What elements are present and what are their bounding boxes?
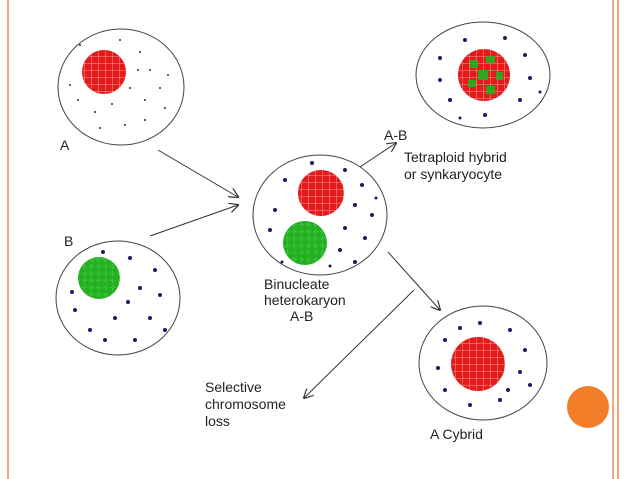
cytoplasm-dots-cybrid [436,321,532,407]
cytoplasm-dots-a [69,39,169,129]
label-selective-2: chromosome [205,396,286,412]
slide-left-border [7,0,9,479]
label-selective-3: loss [205,413,230,429]
label-binucleate-1: Binucleate [264,276,330,292]
arrows [149,143,440,398]
cell-tetraploid [415,21,551,129]
arrow-b-to-heterokaryon [149,205,238,237]
arrow-selective-loss [304,289,415,398]
label-tetraploid-2: or synkaryocyte [404,166,502,182]
cell-b [55,240,181,356]
label-binucleate-2: heterokaryon [264,292,346,308]
slide-right-border-inner [612,0,614,479]
label-binucleate-3: A-B [290,308,313,324]
cytoplasm-dots-b [70,250,167,342]
label-cell-b: B [64,233,73,249]
cytoplasm-dots-tetraploid [438,36,542,120]
slide-right-border-outer [617,0,619,479]
fused-nucleus-green-patches [468,56,503,94]
cell-cybrid [418,305,548,421]
label-selective-1: Selective [205,379,262,395]
cell-a [57,28,185,146]
label-cybrid: A Cybrid [430,426,483,442]
cytoplasm-dots-heterokaryon [268,161,378,268]
label-ab-top: A-B [384,127,407,143]
label-cell-a: A [60,137,70,153]
cell-heterokaryon [252,154,388,276]
arrow-to-tetraploid [359,143,396,168]
arrow-to-cybrid [387,251,440,310]
arrow-a-to-heterokaryon [157,149,238,197]
orange-accent-circle [567,386,609,428]
label-tetraploid-1: Tetraploid hybrid [404,149,507,165]
